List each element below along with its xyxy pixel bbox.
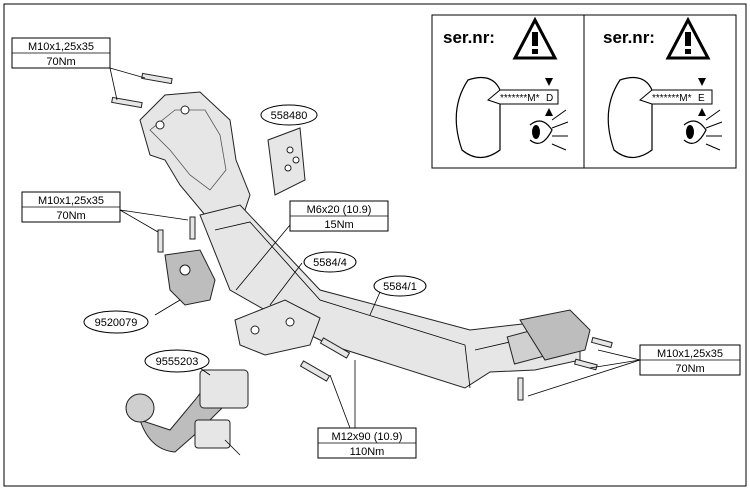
part-label-9555203: 9555203 <box>144 349 210 373</box>
leader-lines <box>109 67 641 429</box>
torque-spec: M10x1,25x35 <box>38 195 104 207</box>
small-plate <box>267 127 306 196</box>
serial-title: ser.nr: <box>443 28 495 47</box>
arrow-up-icon <box>545 108 553 116</box>
vehicle-outline <box>607 77 653 159</box>
part-label-5584-4: 5584/4 <box>303 251 357 273</box>
torque-spec: M10x1,25x35 <box>657 348 723 360</box>
torque-value: 70Nm <box>675 363 704 375</box>
arrow-down-icon <box>698 78 706 86</box>
part-label-558480: 558480 <box>260 104 318 126</box>
left-side-plate <box>234 299 321 356</box>
arrow-down-icon <box>545 78 553 86</box>
serial-code-letter: E <box>698 93 705 104</box>
torque-box-3: M6x20 (10.9) 15Nm <box>289 200 389 232</box>
part-label-9520079: 9520079 <box>83 310 149 334</box>
serial-label-plate <box>486 89 559 105</box>
torque-value: 70Nm <box>46 56 75 68</box>
svg-text:9520079: 9520079 <box>95 317 138 329</box>
serial-code-prefix: *******M* <box>500 93 540 104</box>
eye-icon <box>683 109 723 151</box>
torque-value: 15Nm <box>324 219 353 231</box>
torque-value: 70Nm <box>56 210 85 222</box>
svg-text:5584/1: 5584/1 <box>383 281 417 293</box>
warning-icon <box>512 16 558 60</box>
serial-label-plate <box>638 89 713 105</box>
vehicle-outline <box>455 77 501 159</box>
torque-box-4: M10x1,25x35 70Nm <box>639 344 741 376</box>
svg-text:558480: 558480 <box>271 110 308 122</box>
tow-ball-assembly <box>125 369 249 456</box>
torque-box-5: M12x90 (10.9) 110Nm <box>317 427 417 459</box>
serial-code-prefix: *******M* <box>652 93 692 104</box>
serial-panel-2: ser.nr: *******M* E <box>583 14 737 169</box>
svg-text:9555203: 9555203 <box>156 356 199 368</box>
torque-spec: M6x20 (10.9) <box>307 204 372 216</box>
left-mounting-bracket <box>139 91 251 216</box>
torque-spec: M10x1,25x35 <box>28 41 94 53</box>
serial-panel-1: ser.nr: *******M* D <box>431 14 585 169</box>
arrow-up-icon <box>698 108 706 116</box>
bolts <box>111 72 613 401</box>
torque-box-2: M10x1,25x35 70Nm <box>21 191 121 223</box>
electrical-bracket <box>164 249 216 306</box>
outer-frame <box>3 3 747 487</box>
torque-value: 110Nm <box>350 446 385 458</box>
part-label-5584-1: 5584/1 <box>373 275 427 297</box>
warning-icon <box>665 16 711 60</box>
right-mounting-plate <box>519 309 591 361</box>
serial-title: ser.nr: <box>603 28 655 47</box>
svg-text:5584/4: 5584/4 <box>313 257 347 269</box>
serial-code-letter: D <box>546 93 553 104</box>
torque-spec: M12x90 (10.9) <box>332 431 403 443</box>
torque-box-1: M10x1,25x35 70Nm <box>11 37 111 69</box>
eye-icon <box>529 109 569 151</box>
